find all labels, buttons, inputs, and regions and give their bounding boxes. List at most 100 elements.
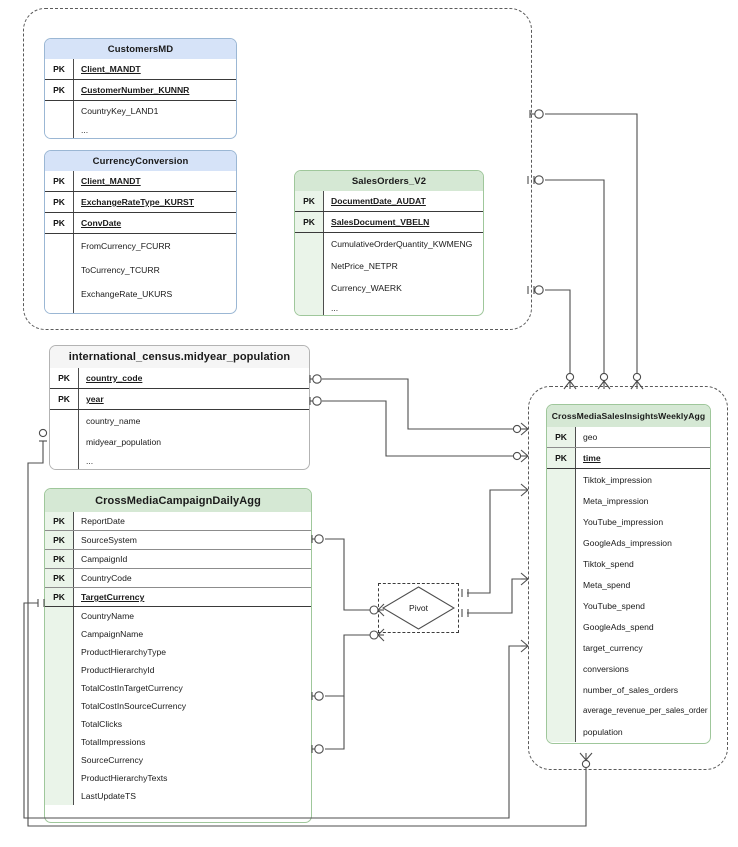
- entity-midyear-population[interactable]: international_census.midyear_population …: [49, 345, 310, 470]
- relationship-salesorders-to-weeklyagg: [527, 285, 577, 390]
- table-row[interactable]: CountryKey_LAND1: [45, 101, 236, 121]
- table-row[interactable]: PK ExchangeRateType_KURST: [45, 192, 236, 213]
- table-row[interactable]: PK CountryCode: [45, 569, 311, 588]
- table-row[interactable]: ...: [50, 452, 309, 469]
- field-name: CumulativeOrderQuantity_KWMENG: [323, 233, 483, 255]
- field-name: CountryCode: [73, 569, 311, 587]
- table-row[interactable]: ToCurrency_TCURR: [45, 258, 236, 282]
- table-row[interactable]: PK time: [547, 448, 710, 469]
- table-row[interactable]: ProductHierarchyId: [45, 661, 311, 679]
- table-row[interactable]: Meta_impression: [547, 490, 710, 511]
- table-row[interactable]: PK ConvDate: [45, 213, 236, 234]
- table-row[interactable]: Currency_WAERK: [295, 277, 483, 299]
- pk-badge: [45, 101, 73, 121]
- entity-currencyconversion[interactable]: CurrencyConversion PK Client_MANDT PK Ex…: [44, 150, 237, 314]
- entity-customersmd[interactable]: CustomersMD PK Client_MANDT PK CustomerN…: [44, 38, 237, 139]
- field-name: SourceCurrency: [73, 751, 311, 769]
- table-row[interactable]: PK CustomerNumber_KUNNR: [45, 80, 236, 101]
- table-row[interactable]: number_of_sales_orders: [547, 679, 710, 700]
- entity-rows: PK Client_MANDT PK ExchangeRateType_KURS…: [45, 171, 236, 313]
- pk-badge: [547, 637, 575, 658]
- field-name: GoogleAds_spend: [575, 616, 710, 637]
- pivot-node[interactable]: Pivot: [382, 586, 455, 630]
- table-row[interactable]: ...: [45, 306, 236, 313]
- table-row[interactable]: FromCurrency_FCURR: [45, 234, 236, 258]
- table-row[interactable]: TotalClicks: [45, 715, 311, 733]
- table-row[interactable]: conversions: [547, 658, 710, 679]
- pk-badge: [45, 661, 73, 679]
- table-row[interactable]: PK SourceSystem: [45, 531, 311, 550]
- table-row[interactable]: Tiktok_impression: [547, 469, 710, 490]
- table-row[interactable]: PK Client_MANDT: [45, 59, 236, 80]
- table-row[interactable]: CampaignName: [45, 625, 311, 643]
- table-row[interactable]: YouTube_impression: [547, 511, 710, 532]
- entity-rows: PK DocumentDate_AUDAT PK SalesDocument_V…: [295, 191, 483, 315]
- table-row[interactable]: PK SalesDocument_VBELN: [295, 212, 483, 233]
- entity-crossmediasalesinsightsweeklyagg[interactable]: CrossMediaSalesInsightsWeeklyAgg PK geo …: [546, 404, 711, 744]
- table-row[interactable]: NetPrice_NETPR: [295, 255, 483, 277]
- relationship-dailyagg-totalimpressions-to-pivot: [311, 696, 345, 754]
- field-name: ...: [73, 306, 236, 313]
- table-row[interactable]: TotalCostInSourceCurrency: [45, 697, 311, 715]
- relationship-pivot-to-weeklyagg-impressions: [461, 483, 529, 597]
- pk-badge: [547, 532, 575, 553]
- pk-badge: PK: [45, 213, 73, 233]
- table-row[interactable]: ExchangeRate_UKURS: [45, 282, 236, 306]
- field-name: ConvDate: [73, 213, 236, 233]
- table-row[interactable]: GoogleAds_spend: [547, 616, 710, 637]
- table-row[interactable]: PK TargetCurrency: [45, 588, 311, 607]
- table-row[interactable]: target_currency: [547, 637, 710, 658]
- pk-badge: [295, 277, 323, 299]
- table-row[interactable]: TotalImpressions: [45, 733, 311, 751]
- table-row[interactable]: TotalCostInTargetCurrency: [45, 679, 311, 697]
- pk-badge: [45, 643, 73, 661]
- table-row[interactable]: SourceCurrency: [45, 751, 311, 769]
- pk-badge: PK: [45, 80, 73, 100]
- table-row[interactable]: PK geo: [547, 427, 710, 448]
- table-row[interactable]: CountryName: [45, 607, 311, 625]
- field-name: SourceSystem: [73, 531, 311, 549]
- field-name: ...: [78, 452, 309, 469]
- field-name: Client_MANDT: [73, 171, 236, 191]
- table-row[interactable]: PK year: [50, 389, 309, 410]
- pk-badge: [547, 511, 575, 532]
- table-row[interactable]: PK Client_MANDT: [45, 171, 236, 192]
- table-row[interactable]: CumulativeOrderQuantity_KWMENG: [295, 233, 483, 255]
- entity-crossmediacampaigndailyagg[interactable]: CrossMediaCampaignDailyAgg PK ReportDate…: [44, 488, 312, 823]
- entity-salesorders-v2[interactable]: SalesOrders_V2 PK DocumentDate_AUDAT PK …: [294, 170, 484, 316]
- field-name: TotalClicks: [73, 715, 311, 733]
- pk-badge: [45, 234, 73, 258]
- pk-badge: [547, 658, 575, 679]
- table-row[interactable]: PK ReportDate: [45, 512, 311, 531]
- table-row[interactable]: PK country_code: [50, 368, 309, 389]
- field-name: ProductHierarchyTexts: [73, 769, 311, 787]
- table-row[interactable]: PK DocumentDate_AUDAT: [295, 191, 483, 212]
- field-name: YouTube_spend: [575, 595, 710, 616]
- table-row[interactable]: ...: [295, 299, 483, 315]
- entity-title: CrossMediaSalesInsightsWeeklyAgg: [547, 405, 710, 427]
- table-row[interactable]: Tiktok_spend: [547, 553, 710, 574]
- field-name: ReportDate: [73, 512, 311, 530]
- field-name: LastUpdateTS: [73, 787, 311, 805]
- pk-badge: [547, 490, 575, 511]
- table-row[interactable]: average_revenue_per_sales_order: [547, 700, 710, 721]
- table-row[interactable]: ProductHierarchyTexts: [45, 769, 311, 787]
- relationship-customersmd-to-weeklyagg: [529, 109, 644, 390]
- table-row[interactable]: YouTube_spend: [547, 595, 710, 616]
- field-name: GoogleAds_impression: [575, 532, 710, 553]
- pk-badge: [45, 679, 73, 697]
- table-row[interactable]: Meta_spend: [547, 574, 710, 595]
- table-row[interactable]: ProductHierarchyType: [45, 643, 311, 661]
- entity-title: CrossMediaCampaignDailyAgg: [45, 489, 311, 512]
- pk-badge: [45, 787, 73, 805]
- table-row[interactable]: population: [547, 721, 710, 742]
- field-name: NetPrice_NETPR: [323, 255, 483, 277]
- table-row[interactable]: ...: [45, 121, 236, 138]
- relationship-pivot-to-weeklyagg-spend: [461, 572, 529, 617]
- pk-badge: [45, 625, 73, 643]
- table-row[interactable]: country_name: [50, 410, 309, 431]
- table-row[interactable]: PK CampaignId: [45, 550, 311, 569]
- table-row[interactable]: midyear_population: [50, 431, 309, 452]
- table-row[interactable]: GoogleAds_impression: [547, 532, 710, 553]
- table-row[interactable]: LastUpdateTS: [45, 787, 311, 805]
